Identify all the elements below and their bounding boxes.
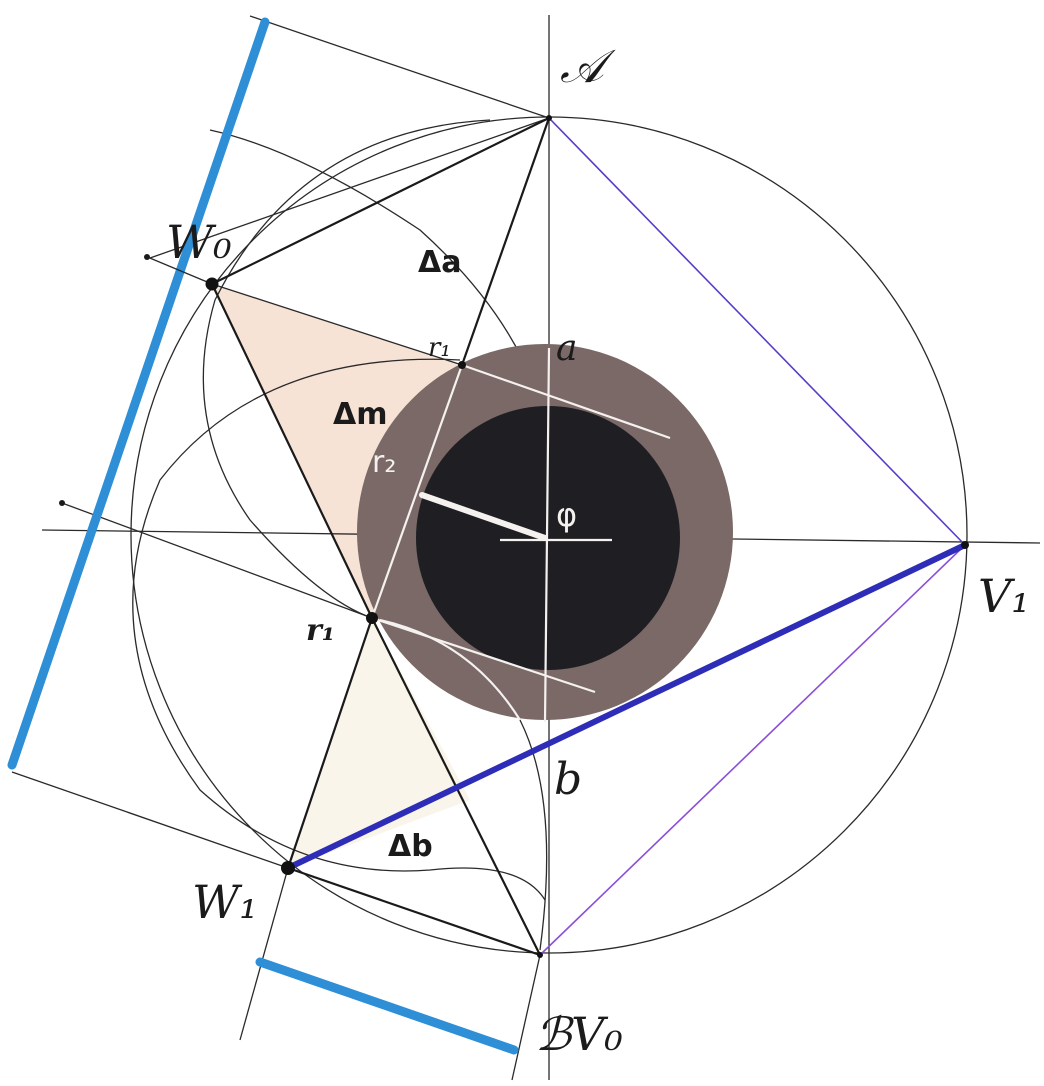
arc-left-large [202,119,491,619]
line-bottom-left [11,771,289,869]
label-BV0: ℬV₀ [535,1007,623,1061]
line-W1-down [239,867,289,1041]
white-line-r1-lower [371,616,596,694]
label-phi: φ [556,496,577,534]
edge-A-W0 [211,117,550,285]
arc-lower-large [132,358,546,901]
label-delta-m: Δm [333,397,387,432]
edge-W1-B [287,866,541,957]
edge-r1left-W1 [286,617,374,869]
vertex-V1 [961,541,969,549]
vertex-B [537,952,543,958]
line-top-A [249,15,550,119]
tick-W0 [144,255,213,285]
label-r1-left: r₁ [306,613,335,648]
label-delta-a: Δa [418,245,461,280]
blue-segment-left [7,17,270,770]
label-W0: W₀ [166,215,232,269]
edge-A-V1 [548,117,966,546]
label-A: 𝒜 [560,39,616,93]
line-left-r1 [61,502,373,619]
white-arc [379,618,521,721]
label-a: a [556,328,577,369]
edge-W0-r1 [211,283,463,366]
edge-B-V1 [539,544,966,956]
label-r2: r₂ [372,445,396,480]
blue-segment-bottom [255,957,519,1055]
white-line-chord [370,364,464,619]
tick-dot-W0 [144,254,150,260]
edge-W0-r1left [211,283,373,619]
tick-dot-left [59,500,65,506]
label-delta-b: Δb [388,829,433,864]
line-W0-A [149,117,550,259]
vertex-W0 [205,277,219,291]
edge-A-r1 [460,117,551,366]
label-b: b [554,754,582,805]
edge-W1-V1-thick [285,542,968,871]
vertex-W1 [281,861,295,875]
label-W1: W₁ [192,875,258,929]
radius-r2 [419,492,548,541]
vertex-r1-left [366,612,378,624]
label-V1: V₁ [978,569,1030,623]
line-B-down [511,954,541,1081]
label-r1-top: r₁ [428,333,451,363]
vertex-r1-top [458,361,466,369]
white-line-vertical [543,347,551,723]
white-line-r1-left [461,363,671,440]
vertex-A [546,115,552,121]
